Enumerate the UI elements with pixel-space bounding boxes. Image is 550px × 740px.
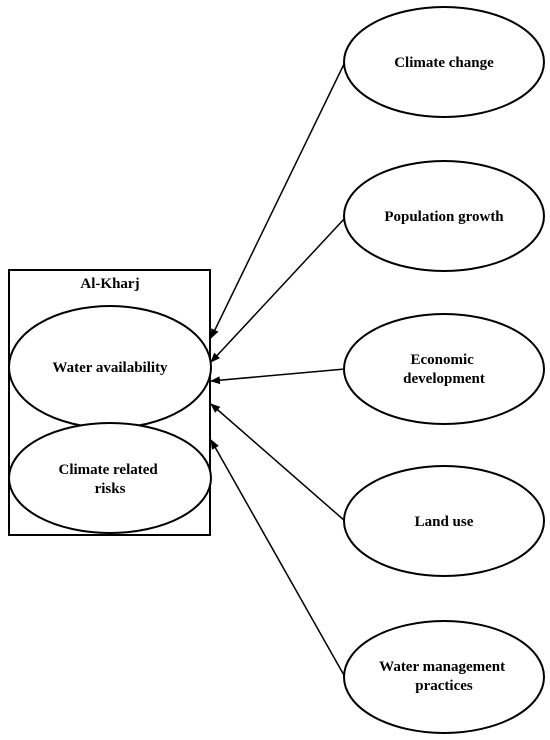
driver-water-management-practices-line-2: practices bbox=[415, 678, 473, 694]
water-availability-node: Water availability bbox=[8, 305, 212, 429]
climate-related-risks-line-2: risks bbox=[95, 481, 126, 497]
driver-population-growth-line-1: Population growth bbox=[384, 209, 504, 225]
driver-water-management-practices: Water management practices bbox=[343, 620, 545, 734]
al-kharj-frame bbox=[8, 269, 211, 536]
driver-economic-development: Economic development bbox=[343, 313, 545, 425]
arrows bbox=[210, 61, 346, 678]
climate-related-risks-node: Climate related risks bbox=[8, 422, 212, 534]
driver-water-management-practices-ellipse bbox=[343, 620, 545, 734]
climate-related-risks-line-1: Climate related bbox=[58, 462, 158, 478]
driver-land-use-label: Land use bbox=[415, 514, 474, 530]
climate-related-risks-ellipse bbox=[8, 422, 212, 534]
climate-related-risks-label: Climate related risks bbox=[58, 462, 161, 497]
driver-population-growth: Population growth bbox=[343, 160, 545, 272]
al-kharj-title: Al-Kharj bbox=[80, 276, 139, 292]
driver-economic-development-ellipse bbox=[343, 313, 545, 425]
driver-economic-development-label: Economic development bbox=[403, 352, 485, 387]
driver-water-management-practices-line-1: Water management bbox=[379, 659, 505, 675]
driver-population-growth-label: Population growth bbox=[384, 209, 504, 225]
arrow-water-management-practices bbox=[210, 439, 346, 678]
driver-climate-change: Climate change bbox=[343, 6, 545, 118]
driver-population-growth-ellipse bbox=[343, 160, 545, 272]
driver-economic-development-line-2: development bbox=[403, 371, 485, 387]
driver-water-management-practices-label: Water management practices bbox=[379, 659, 509, 694]
arrow-land-use bbox=[210, 403, 346, 522]
al-kharj-box: Al-Kharj bbox=[8, 269, 211, 536]
driver-land-use: Land use bbox=[343, 465, 545, 577]
water-availability-label: Water availability bbox=[52, 360, 168, 376]
arrow-climate-change bbox=[210, 61, 346, 339]
arrow-population-growth bbox=[210, 217, 346, 363]
driver-land-use-line-1: Land use bbox=[415, 514, 474, 530]
driver-climate-change-ellipse bbox=[343, 6, 545, 118]
driver-climate-change-line-1: Climate change bbox=[394, 55, 494, 71]
water-availability-line-1: Water availability bbox=[52, 360, 168, 376]
driver-climate-change-label: Climate change bbox=[394, 55, 494, 71]
driver-land-use-ellipse bbox=[343, 465, 545, 577]
driver-economic-development-line-1: Economic bbox=[410, 352, 474, 368]
arrow-economic-development bbox=[210, 368, 346, 385]
